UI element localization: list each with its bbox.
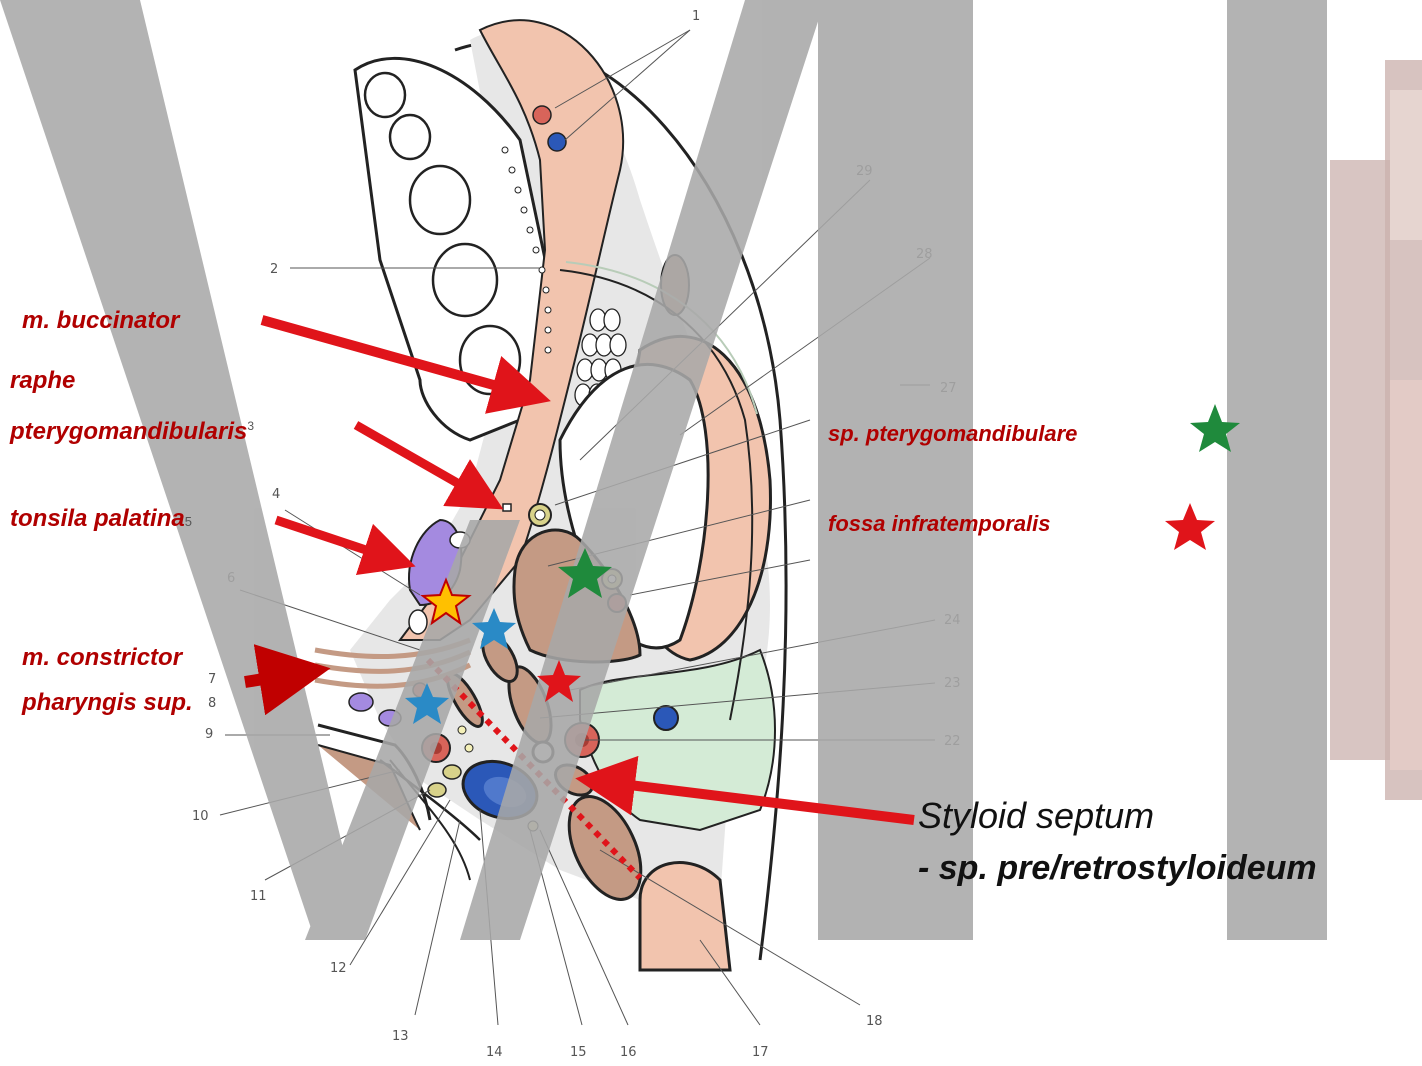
ref-num: 10	[192, 809, 209, 824]
label-tonsila-num: 5	[185, 514, 192, 529]
ref-num: 7	[208, 672, 216, 687]
arrow-icon	[276, 520, 390, 558]
ref-num: 12	[330, 961, 347, 976]
label-tonsila: tonsila palatina5	[10, 503, 192, 538]
label-tonsila-text: tonsila palatina	[10, 505, 185, 532]
ref-num: 2	[270, 262, 278, 277]
label-raphe-num: 3	[247, 419, 254, 433]
ref-num: 18	[866, 1014, 883, 1029]
ref-num: 8	[208, 696, 216, 711]
label-pterygomandibulare: sp. pterygomandibulare	[828, 418, 1077, 450]
label-constrictor-line2: pharyngis sup.	[22, 687, 193, 719]
label-pre-retrostyloideum: - sp. pre/retrostyloideum	[918, 848, 1317, 888]
ref-num: 4	[272, 487, 280, 502]
label-styloid-septum: Styloid septum	[918, 796, 1154, 836]
ref-num: 14	[486, 1045, 503, 1060]
label-buccinator: m. buccinator	[22, 305, 179, 337]
label-raphe-text: pterygomandibularis	[10, 418, 247, 445]
photo-strip	[1330, 60, 1422, 800]
label-raphe-line1: raphe	[10, 365, 75, 397]
ref-num: 16	[620, 1045, 637, 1060]
label-infratemporalis: fossa infratemporalis	[828, 508, 1051, 540]
ref-num: 1	[692, 9, 700, 24]
ref-num: 9	[205, 727, 213, 742]
arrow-icon	[245, 674, 295, 682]
ref-num: 15	[570, 1045, 587, 1060]
ref-num: 13	[392, 1029, 409, 1044]
ref-num: 17	[752, 1045, 769, 1060]
ref-num: 11	[250, 889, 267, 904]
red-star-icon	[1165, 503, 1215, 550]
label-raphe-line2: pterygomandibularis3	[10, 410, 254, 448]
label-constrictor-line1: m. constrictor	[22, 642, 182, 674]
